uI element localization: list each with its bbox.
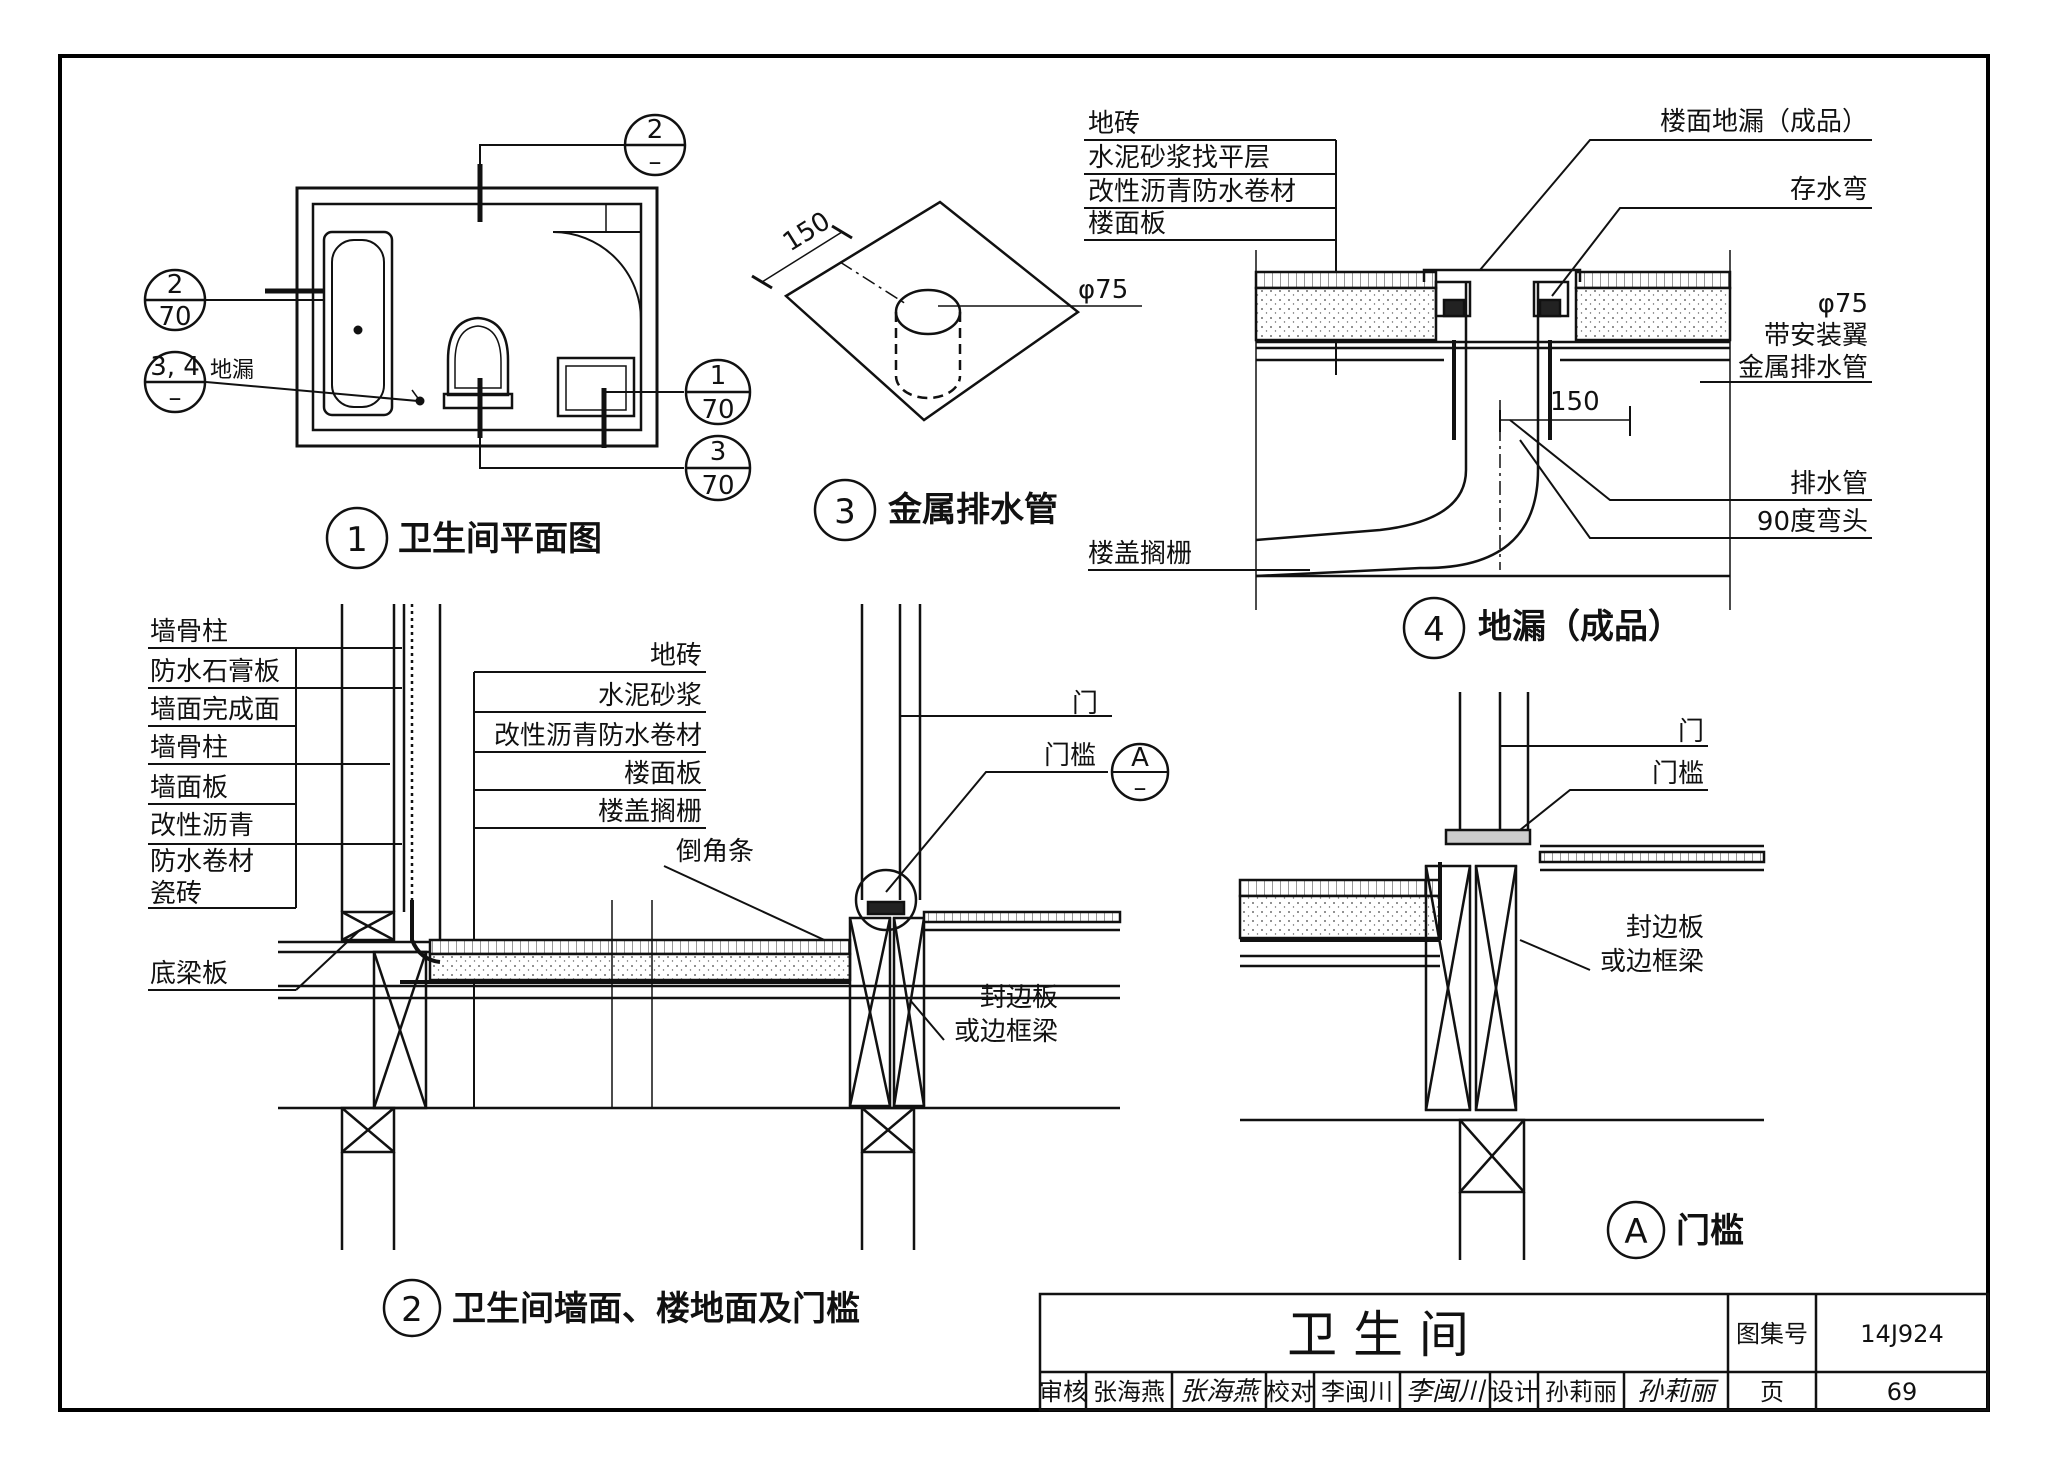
threshold-threshold: 门槛	[1652, 759, 1704, 789]
plan-callout-right-a-sheet: 70	[701, 395, 734, 425]
drain-left-labels	[1084, 139, 1337, 375]
checker-signature: 李闽川	[1406, 1377, 1487, 1407]
review-label: 审核	[1039, 1378, 1087, 1406]
drain-caption-circle	[1402, 596, 1466, 660]
threshold-leaders	[1500, 745, 1708, 971]
wall-chamfer: 倒角条	[676, 837, 754, 867]
designer-name: 孙莉丽	[1545, 1378, 1617, 1406]
wall-left-labels	[148, 647, 402, 991]
plan-caption-num: 1	[346, 520, 368, 560]
plan-callouts	[143, 113, 752, 570]
drain-bottom-label: 楼盖搁栅	[1088, 539, 1192, 569]
plan-callout-top-sheet: –	[649, 147, 662, 177]
wall-floor-0: 地砖	[650, 641, 702, 671]
drain-right-4: 金属排水管	[1738, 353, 1868, 383]
wall-floor-4: 楼盖搁栅	[598, 797, 702, 827]
design-label: 设计	[1490, 1378, 1538, 1406]
page-label: 页	[1760, 1378, 1784, 1406]
atlas-no: 14J924	[1860, 1320, 1943, 1348]
threshold-edge-a: 封边板	[1626, 913, 1704, 943]
drain-right-leaders	[1088, 139, 1872, 571]
drain-right-5: 排水管	[1790, 469, 1868, 499]
wall-edge-b: 或边框梁	[954, 1017, 1058, 1047]
page-no: 69	[1887, 1378, 1918, 1406]
plan-drain-label: 地漏	[210, 358, 254, 383]
wall-base-label: 底梁板	[150, 959, 228, 989]
wall-caption-circle	[382, 1278, 442, 1338]
threshold-caption-circle	[1606, 1200, 1666, 1260]
drain-right-6: 90度弯头	[1757, 507, 1868, 537]
wall-left-0: 墙骨柱	[150, 617, 228, 647]
drain-caption-num: 4	[1423, 610, 1445, 650]
threshold-caption-num: A	[1624, 1212, 1647, 1252]
drain-label-3: 楼面板	[1088, 209, 1166, 239]
wall-threshold: 门槛	[1044, 741, 1096, 771]
drain-right-3: 带安装翼	[1764, 321, 1868, 351]
plan-caption: 卫生间平面图	[398, 519, 602, 559]
checker-name: 李闽川	[1321, 1378, 1393, 1406]
drain-label-0: 地砖	[1088, 109, 1140, 139]
pipe-view	[751, 200, 1142, 422]
wall-edge-a: 封边板	[980, 983, 1058, 1013]
threshold-door: 门	[1678, 717, 1704, 747]
wall-right-leaders	[885, 715, 1112, 1041]
drain-right-0: 楼面地漏（成品）	[1660, 107, 1868, 137]
drain-section	[1254, 250, 1732, 610]
wall-left-2: 墙面完成面	[150, 695, 280, 725]
drain-dim: 150	[1550, 387, 1600, 417]
pipe-caption-circle	[813, 478, 877, 542]
wall-left-5: 改性沥青	[150, 811, 254, 841]
plan-callout-right-b-num: 3	[710, 437, 727, 467]
threshold-edge-b: 或边框梁	[1600, 947, 1704, 977]
plan-callout-left-a-sheet: 70	[158, 302, 191, 332]
wall-left-3: 墙骨柱	[150, 733, 228, 763]
wall-left-6: 防水卷材	[150, 847, 254, 877]
plan-callout-right-a-num: 1	[710, 361, 727, 391]
designer-signature: 孙莉丽	[1637, 1377, 1719, 1407]
plan-callout-left-b-num: 3, 4	[150, 352, 200, 382]
plan-callout-right-b-sheet: 70	[701, 471, 734, 501]
sheet-border	[58, 54, 1990, 1412]
wall-callout-num: A	[1131, 743, 1149, 773]
check-label: 校对	[1266, 1378, 1314, 1406]
drain-label-1: 水泥砂浆找平层	[1088, 143, 1270, 173]
drain-label-2: 改性沥青防水卷材	[1088, 177, 1296, 207]
wall-left-7: 瓷砖	[150, 879, 202, 909]
reviewer-name: 张海燕	[1093, 1378, 1165, 1406]
threshold-caption: 门槛	[1676, 1211, 1744, 1251]
wall-floor-labels	[473, 671, 847, 1108]
drain-caption: 地漏（成品）	[1478, 607, 1682, 647]
title-block	[1038, 1292, 1990, 1412]
pipe-dia: φ75	[1078, 275, 1128, 305]
wall-caption-num: 2	[401, 1290, 423, 1330]
atlas-label: 图集号	[1736, 1320, 1808, 1348]
reviewer-signature: 张海燕	[1180, 1377, 1262, 1407]
drain-right-1: 存水弯	[1790, 175, 1868, 205]
wall-callout-sheet: –	[1134, 773, 1147, 803]
threshold-section	[1238, 692, 1766, 1260]
plan-callout-left-a-num: 2	[167, 270, 184, 300]
wall-floor-3: 楼面板	[624, 759, 702, 789]
wall-left-1: 防水石膏板	[150, 657, 280, 687]
title-block-title: 卫 生 间	[1287, 1306, 1469, 1364]
wall-left-4: 墙面板	[150, 773, 228, 803]
wall-door: 门	[1072, 689, 1098, 719]
pipe-caption: 金属排水管	[887, 490, 1058, 530]
plan-view	[205, 144, 684, 469]
plan-callout-top-num: 2	[647, 115, 664, 145]
drain-right-2: φ75	[1818, 289, 1868, 319]
wall-floor-2: 改性沥青防水卷材	[494, 721, 702, 751]
plan-callout-left-b-sheet: –	[169, 383, 182, 413]
pipe-dim: 150	[778, 206, 836, 258]
pipe-caption-num: 3	[834, 492, 856, 532]
wall-caption: 卫生间墙面、楼地面及门槛	[452, 1289, 860, 1329]
wall-floor-1: 水泥砂浆	[598, 681, 702, 711]
